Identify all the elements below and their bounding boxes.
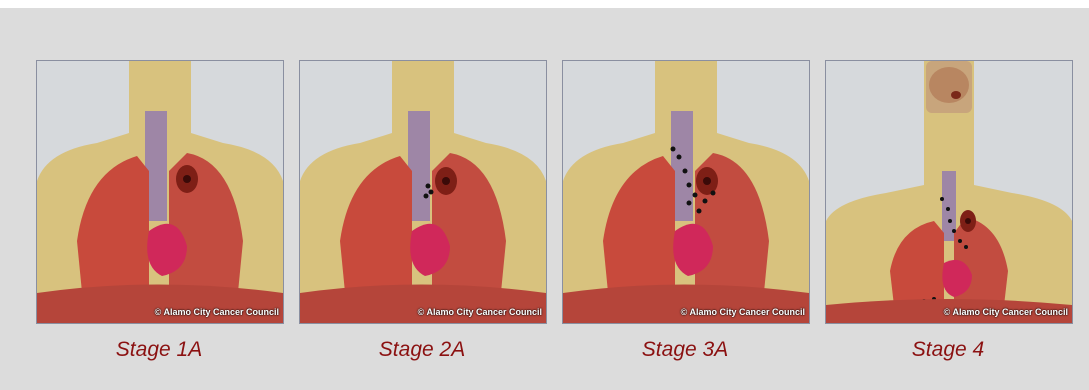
copyright-credit: © Alamo City Cancer Council xyxy=(944,307,1068,317)
slide-background: © Alamo City Cancer Council Stage 1A © A… xyxy=(0,8,1089,390)
copyright-credit: © Alamo City Cancer Council xyxy=(155,307,279,317)
caption-stage-1a: Stage 1A xyxy=(36,338,282,362)
caption-stage-2a: Stage 2A xyxy=(299,338,545,362)
caption-stage-3a: Stage 3A xyxy=(562,338,808,362)
copyright-credit: © Alamo City Cancer Council xyxy=(681,307,805,317)
stage-2a-illustration: © Alamo City Cancer Council xyxy=(299,60,547,324)
stage-4-illustration: © Alamo City Cancer Council xyxy=(825,60,1073,324)
stage-3a-illustration: © Alamo City Cancer Council xyxy=(562,60,810,324)
stage-1a-illustration: © Alamo City Cancer Council xyxy=(36,60,284,324)
caption-stage-4: Stage 4 xyxy=(825,338,1071,362)
copyright-credit: © Alamo City Cancer Council xyxy=(418,307,542,317)
